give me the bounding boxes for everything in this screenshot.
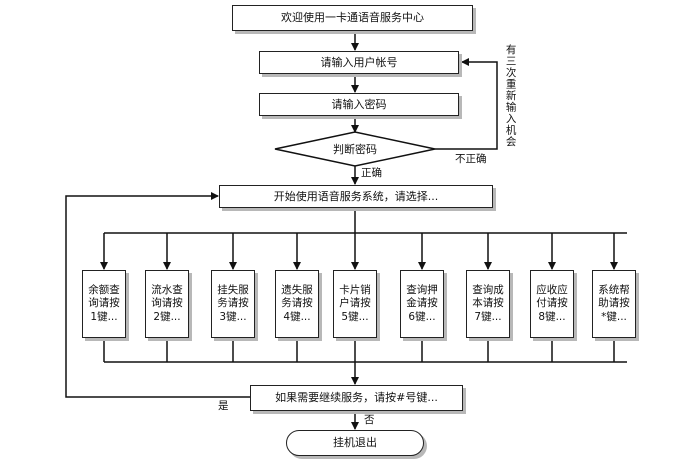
function-box-1: 余额查 询请按 1键... xyxy=(82,270,126,338)
function-box-4: 遗失服 务请按 4键... xyxy=(275,270,319,338)
arrow-retry-loop xyxy=(435,58,498,150)
continue-prompt-text: 如果需要继续服务，请按#号键... xyxy=(275,391,438,405)
hang-up-text: 挂机退出 xyxy=(333,436,377,450)
welcome-text: 欢迎使用一卡通语音服务中心 xyxy=(281,11,424,25)
decision-diamond xyxy=(274,131,436,167)
welcome-box: 欢迎使用一卡通语音服务中心 xyxy=(232,5,473,31)
function-box-8: 应收应 付请按 8键... xyxy=(530,270,574,338)
function-box-2: 流水查 询请按 2键... xyxy=(145,270,189,338)
incorrect-label: 不正确 xyxy=(455,153,487,165)
arrow-continue-loop xyxy=(65,192,250,398)
function-box-7: 查询成 本请按 7键... xyxy=(466,270,510,338)
enter-password-box: 请输入密码 xyxy=(259,93,459,116)
retry-label: 有三次重新输入机会 xyxy=(504,44,517,148)
start-menu-box: 开始使用语音服务系统，请选择... xyxy=(219,185,493,208)
no-label: 否 xyxy=(364,414,375,426)
start-menu-text: 开始使用语音服务系统，请选择... xyxy=(273,189,439,203)
correct-label: 正确 xyxy=(361,167,382,179)
function-box-9: 系统帮 助请按 *键... xyxy=(592,270,636,338)
enter-user-box: 请输入用户帐号 xyxy=(259,51,459,74)
yes-label: 是 xyxy=(218,400,229,412)
enter-user-text: 请输入用户帐号 xyxy=(320,55,398,69)
hang-up-terminal: 挂机退出 xyxy=(286,430,424,456)
function-box-6: 查询押 金请按 6键... xyxy=(400,270,444,338)
function-box-3: 挂失服 务请按 3键... xyxy=(211,270,255,338)
function-box-5: 卡片销 户请按 5键... xyxy=(333,270,377,338)
enter-password-text: 请输入密码 xyxy=(331,97,387,111)
continue-prompt-box: 如果需要继续服务，请按#号键... xyxy=(250,385,463,411)
check-password-label: 判断密码 xyxy=(333,143,377,156)
